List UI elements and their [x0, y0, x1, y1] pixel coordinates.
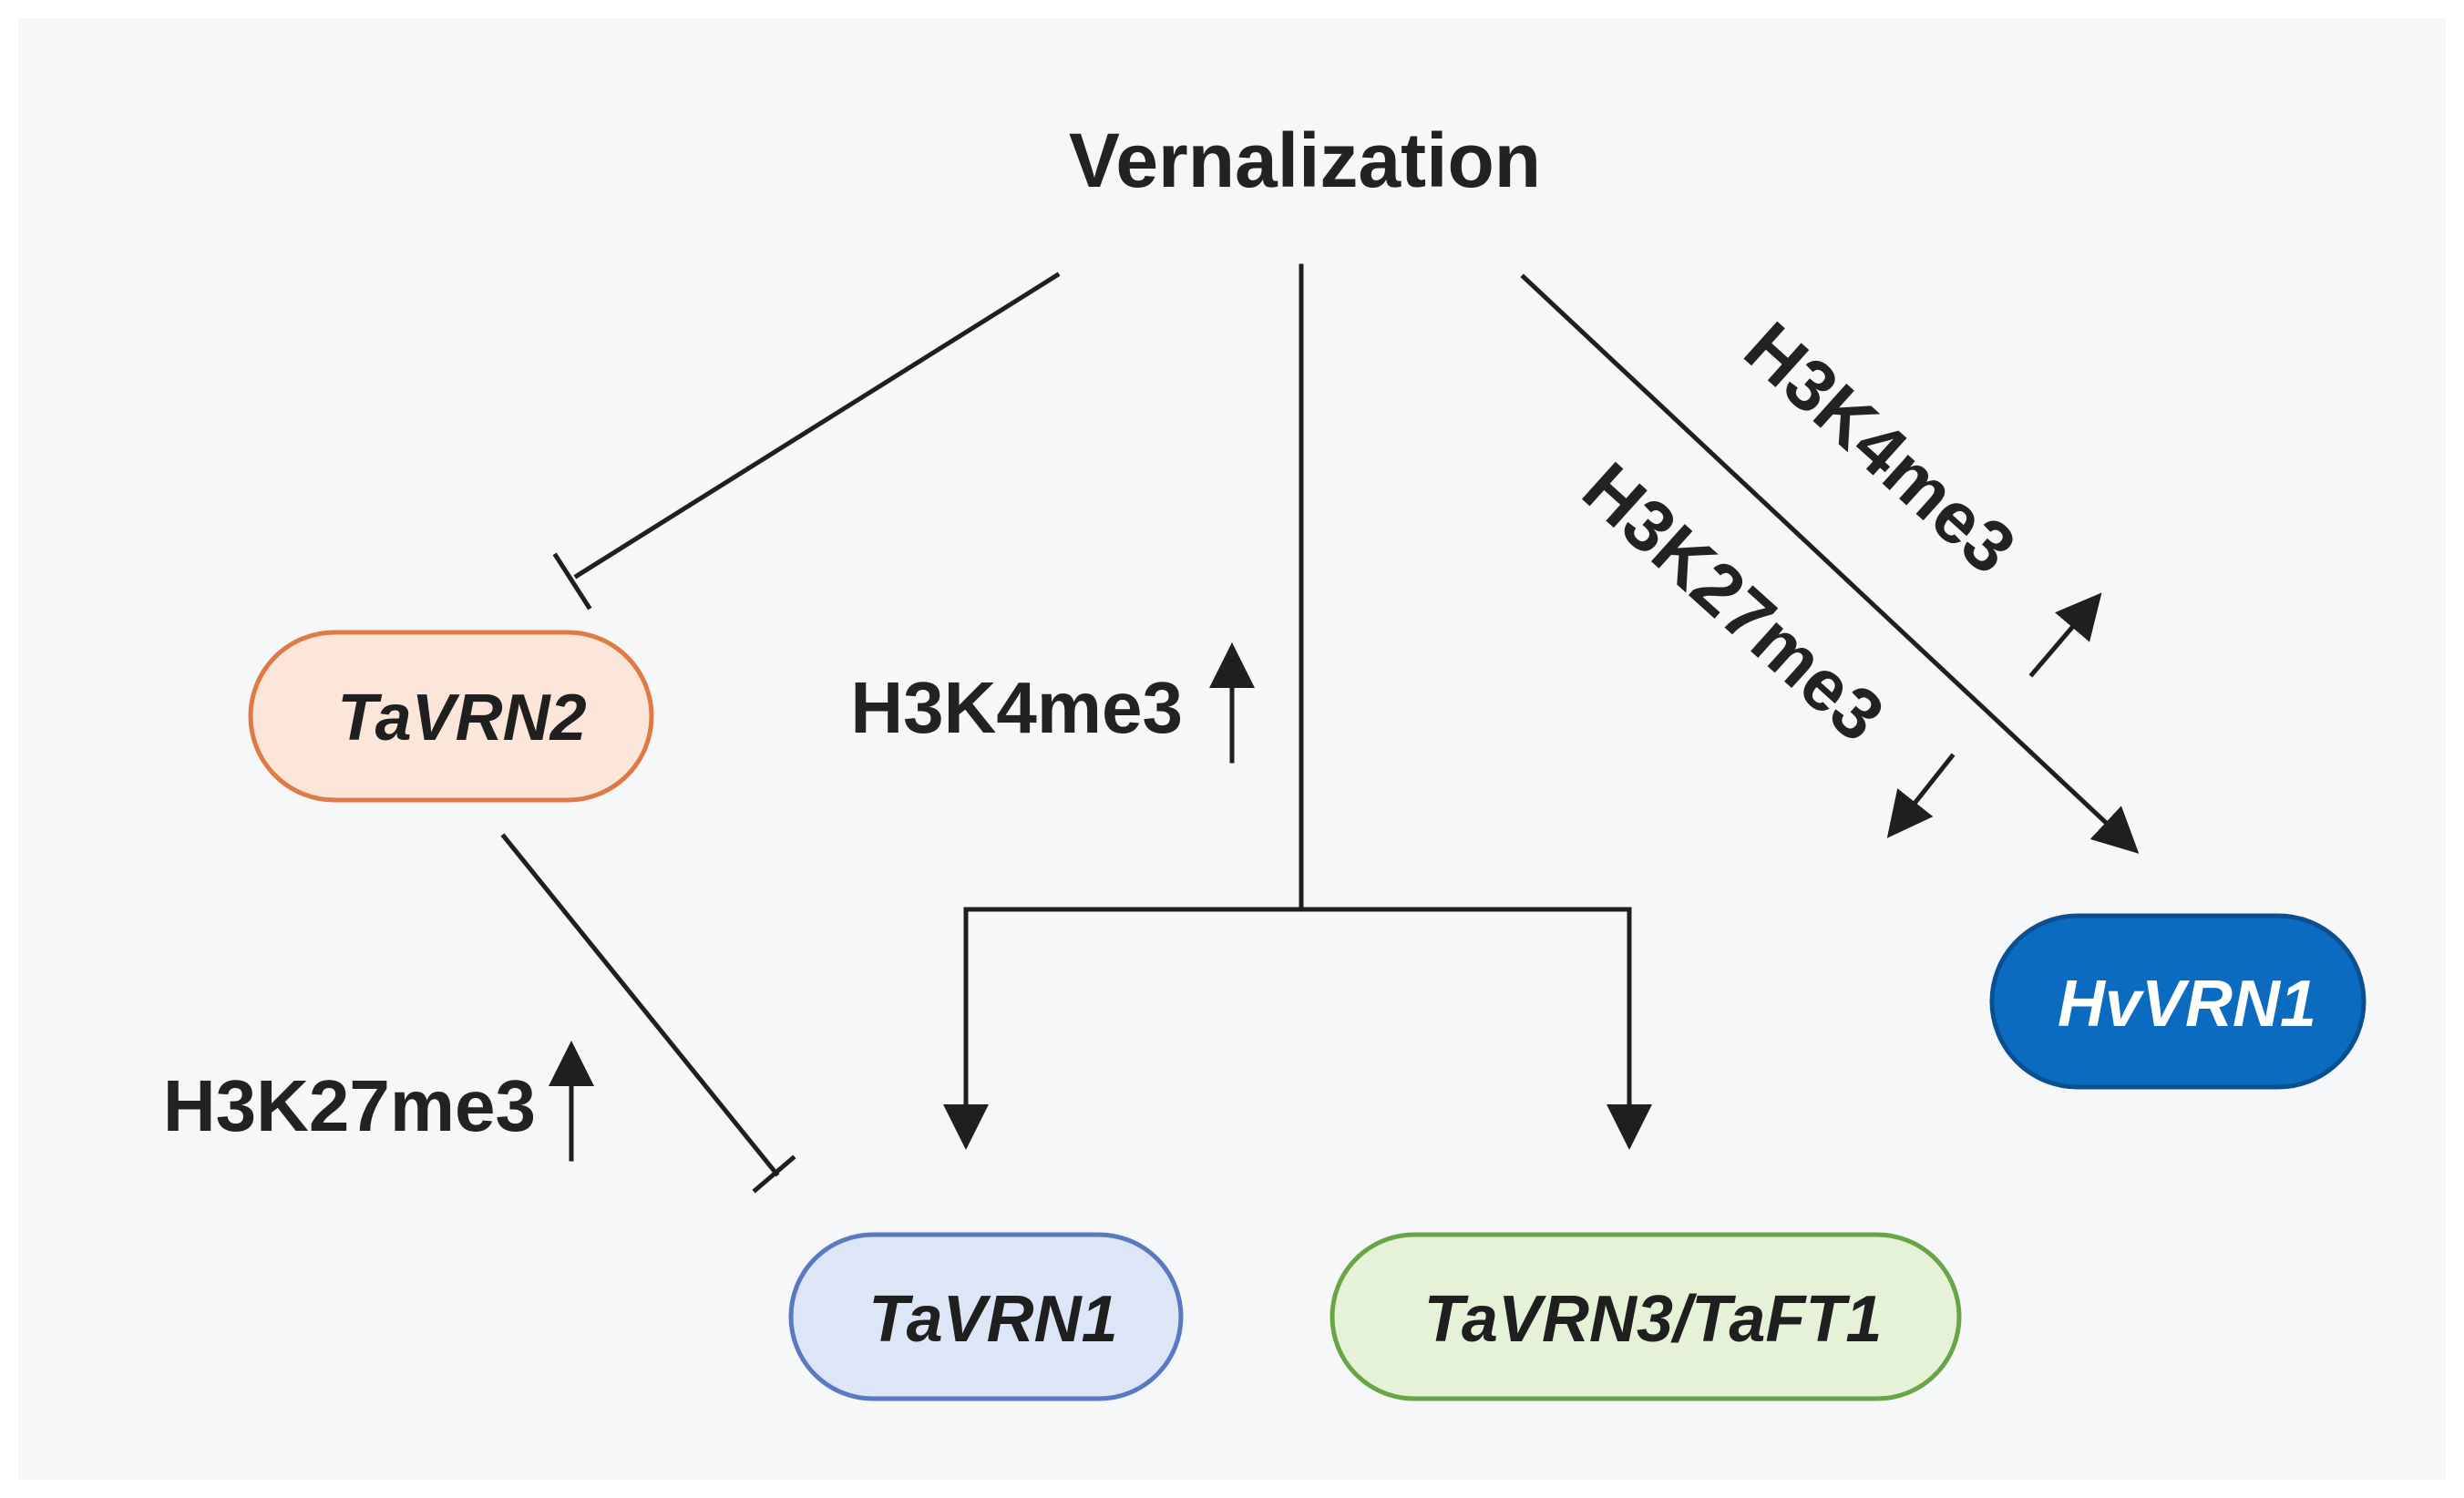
node-tavrn1-label: TaVRN1 — [868, 1283, 1117, 1356]
inhibit-bar-tavrn2 — [552, 552, 592, 610]
node-hvvrn1-box — [1989, 913, 2366, 1090]
up-arrow-h3k4me3-diagonal — [2028, 592, 2102, 678]
down-arrow-h3k27me3-diagonal — [1886, 753, 1956, 838]
node-tavrn1-box — [788, 1232, 1184, 1401]
node-tavrn3-label: TaVRN3/TaFT1 — [1424, 1283, 1883, 1356]
node-tavrn2: TaVRN2 — [248, 630, 654, 803]
edge-vernalization-to-hvvrn1 — [1520, 273, 2140, 854]
node-tavrn2-box — [248, 630, 654, 803]
node-tavrn1: TaVRN1 — [788, 1232, 1184, 1401]
diagram-title: Vernalization — [1069, 118, 1541, 203]
edge-tavrn2-inhibits-tavrn1 — [500, 833, 780, 1177]
label-h3k27me3-left: H3K27me3 — [163, 1065, 536, 1146]
node-tavrn2-label: TaVRN2 — [337, 682, 586, 754]
node-hvvrn1: HvVRN1 — [1989, 913, 2366, 1090]
node-tavrn3-taft1: TaVRN3/TaFT1 — [1330, 1232, 1962, 1401]
edge-vernalization-inhibits-tavrn2 — [573, 272, 1061, 580]
node-hvvrn1-label: HvVRN1 — [2058, 968, 2316, 1041]
node-tavrn3-box — [1330, 1232, 1962, 1401]
label-h3k4me3-center: H3K4me3 — [850, 667, 1183, 748]
inhibit-bar-tavrn1 — [752, 1154, 796, 1194]
